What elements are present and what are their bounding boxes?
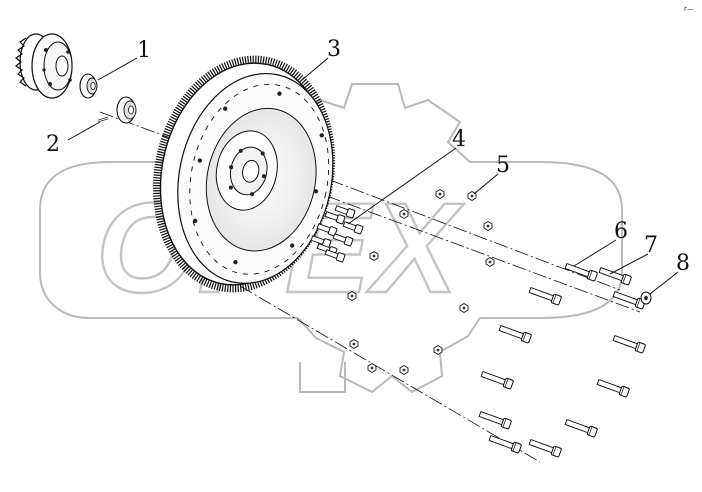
- leader-line-8: [649, 271, 679, 295]
- leader-line-6: [573, 239, 617, 267]
- nut: [483, 221, 493, 231]
- long-bolt: [497, 323, 533, 344]
- callout-7: 7: [644, 233, 658, 258]
- leader-lines: [67, 57, 679, 295]
- long-bolt: [563, 261, 599, 282]
- axis-line-middle: [329, 179, 621, 291]
- axis-line-lower: [239, 285, 541, 463]
- long-bolt: [597, 265, 633, 286]
- callout-5: 5: [496, 153, 510, 178]
- long-bolt-group: [477, 261, 647, 458]
- callout-8: 8: [676, 251, 690, 276]
- long-bolt: [527, 285, 563, 306]
- nut: [399, 209, 409, 219]
- nut: [349, 339, 359, 349]
- leader-line-1: [97, 57, 138, 81]
- leader-line-3: [301, 57, 329, 81]
- long-bolt: [527, 437, 563, 458]
- long-bolt: [487, 433, 523, 454]
- callout-4: 4: [452, 127, 466, 152]
- long-bolt: [611, 333, 647, 354]
- dowel-pin: [97, 116, 109, 123]
- watermark-gear: [39, 83, 623, 394]
- leader-line-5: [473, 173, 499, 195]
- callout-labels: 1 2 3 4 5 6 7 8: [46, 37, 690, 276]
- long-bolt: [477, 409, 513, 430]
- pulley-hub: [14, 33, 73, 99]
- long-bolt: [563, 417, 599, 438]
- nut: [367, 363, 377, 373]
- flywheel: [152, 55, 336, 293]
- nut: [433, 345, 443, 355]
- nut: [347, 291, 357, 301]
- long-bolt: [595, 377, 631, 398]
- callout-6: 6: [614, 219, 628, 244]
- nut: [399, 365, 409, 375]
- nut: [435, 189, 445, 199]
- long-bolt: [479, 369, 515, 390]
- corner-mark: r—: [684, 5, 694, 13]
- washer: [640, 291, 652, 305]
- leader-line-7: [609, 253, 649, 275]
- spacer-ring: [116, 96, 137, 124]
- callout-3: 3: [327, 37, 341, 62]
- nut: [485, 257, 495, 267]
- watermark: OPEX: [39, 83, 623, 394]
- leader-line-4: [347, 147, 457, 225]
- bearing: [79, 73, 98, 99]
- nut: [369, 251, 379, 261]
- nut: [459, 303, 469, 313]
- callout-1: 1: [137, 38, 151, 63]
- leader-line-2: [67, 121, 101, 141]
- callout-2: 2: [46, 132, 60, 157]
